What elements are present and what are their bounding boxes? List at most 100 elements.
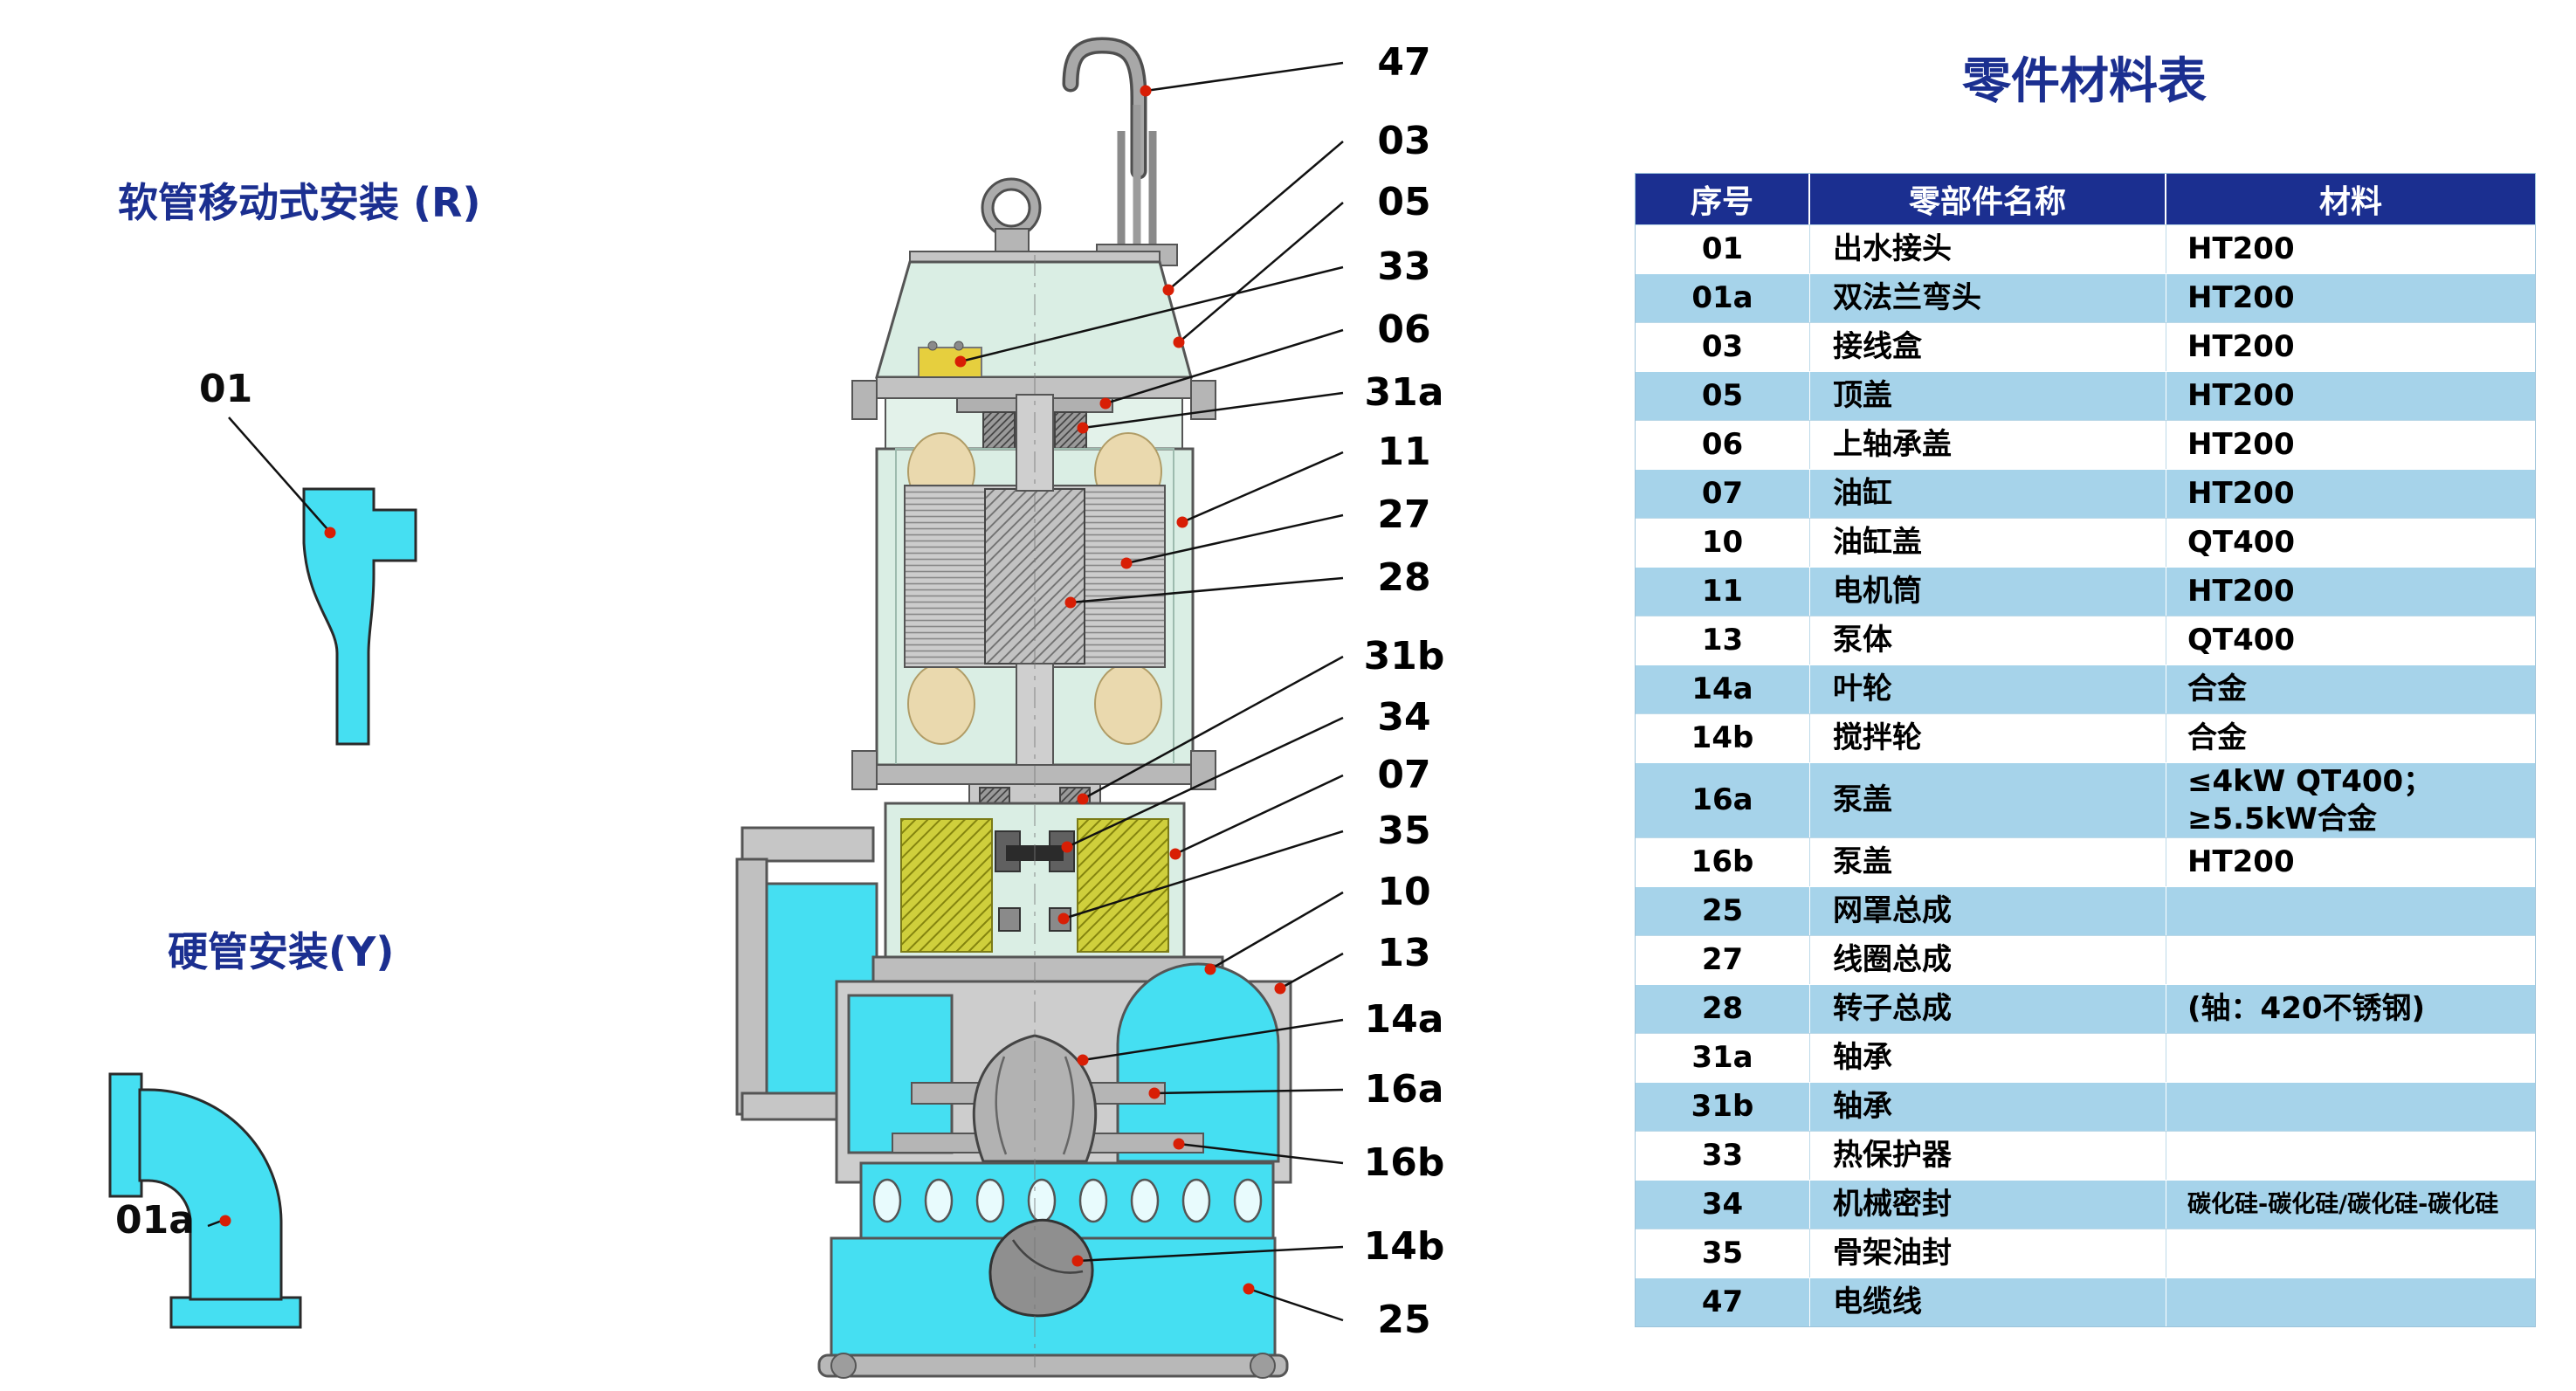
cell-name: 转子总成 — [1810, 984, 2166, 1033]
cell-no: 34 — [1636, 1180, 1810, 1229]
cell-name: 双法兰弯头 — [1810, 273, 2166, 322]
cell-no: 11 — [1636, 567, 1810, 616]
oil-chamber — [884, 802, 1186, 969]
cell-name: 泵盖 — [1810, 837, 2166, 886]
elbow-01-outlet-connector — [302, 487, 417, 746]
cell-no: 47 — [1636, 1277, 1810, 1326]
cell-name: 电缆线 — [1810, 1277, 2166, 1326]
cell-no: 05 — [1636, 371, 1810, 420]
cell-no: 31a — [1636, 1033, 1810, 1082]
cell-material: HT200 — [2166, 469, 2535, 518]
cell-name: 热保护器 — [1810, 1131, 2166, 1180]
cell-name: 上轴承盖 — [1810, 420, 2166, 469]
cell-no: 01a — [1636, 273, 1810, 322]
part-label-01a: 01a — [115, 1198, 195, 1243]
cell-material: 合金 — [2166, 713, 2535, 762]
cell-name: 接线盒 — [1810, 322, 2166, 371]
callout-label-16b: 16b — [1363, 1140, 1445, 1185]
cell-material: HT200 — [2166, 224, 2535, 273]
callout-label-33: 33 — [1377, 244, 1431, 289]
cell-name: 叶轮 — [1810, 665, 2166, 713]
callout-label-25: 25 — [1377, 1298, 1431, 1342]
cell-no: 13 — [1636, 616, 1810, 665]
callout-label-35: 35 — [1377, 809, 1431, 853]
cell-no: 03 — [1636, 322, 1810, 371]
callout-label-13: 13 — [1377, 931, 1431, 975]
callout-label-07: 07 — [1377, 753, 1431, 797]
col-header-no: 序号 — [1636, 174, 1810, 224]
cell-name: 线圈总成 — [1810, 935, 2166, 984]
cell-material: ≤4kW QT400； ≥5.5kW合金 — [2166, 762, 2535, 837]
cell-material — [2166, 1131, 2535, 1180]
thermal-protector — [918, 341, 982, 380]
cell-name: 机械密封 — [1810, 1180, 2166, 1229]
cell-name: 油缸盖 — [1810, 518, 2166, 567]
cell-no: 27 — [1636, 935, 1810, 984]
pump-assembly — [735, 37, 1292, 1379]
cable-hook — [1062, 37, 1178, 266]
cell-material — [2166, 935, 2535, 984]
callout-label-31a: 31a — [1364, 370, 1444, 415]
cell-no: 10 — [1636, 518, 1810, 567]
cell-no: 07 — [1636, 469, 1810, 518]
callout-label-14b: 14b — [1363, 1224, 1445, 1269]
cell-name: 搅拌轮 — [1810, 713, 2166, 762]
cell-name: 泵盖 — [1810, 762, 2166, 837]
table-header-row: 序号 零部件名称 材料 — [1636, 174, 2535, 224]
cell-name: 油缸 — [1810, 469, 2166, 518]
cell-name: 轴承 — [1810, 1082, 2166, 1131]
cell-material: (轴：420不锈钢) — [2166, 984, 2535, 1033]
cell-material — [2166, 886, 2535, 935]
cell-material: 合金 — [2166, 665, 2535, 713]
callout-label-31b: 31b — [1363, 634, 1445, 678]
part-label-01: 01 — [199, 367, 253, 411]
cell-material — [2166, 1229, 2535, 1277]
cell-no: 01 — [1636, 224, 1810, 273]
cell-no: 31b — [1636, 1082, 1810, 1131]
cell-no: 28 — [1636, 984, 1810, 1033]
parts-table-title: 零件材料表 — [1962, 53, 2207, 110]
col-header-name: 零部件名称 — [1810, 174, 2166, 224]
side-lug-left — [851, 750, 878, 790]
mechanical-seal — [995, 830, 1075, 872]
cell-name: 网罩总成 — [1810, 886, 2166, 935]
cell-name: 出水接头 — [1810, 224, 2166, 273]
col-header-material: 材料 — [2318, 184, 2382, 220]
callout-label-10: 10 — [1377, 870, 1431, 914]
cell-material: HT200 — [2166, 273, 2535, 322]
cell-no: 16a — [1636, 762, 1810, 837]
leader-lines — [207, 61, 1344, 1322]
callout-label-11: 11 — [1377, 430, 1431, 474]
cell-material: 碳化硅-碳化硅/碳化硅-碳化硅 — [2166, 1180, 2535, 1229]
lifting-eye — [981, 177, 1042, 266]
cell-material — [2166, 1082, 2535, 1131]
stirring-impeller — [988, 1218, 1094, 1318]
callout-label-34: 34 — [1377, 695, 1431, 740]
callout-dots — [219, 85, 1286, 1295]
cell-name: 泵体 — [1810, 616, 2166, 665]
callout-label-47: 47 — [1377, 40, 1431, 85]
cell-material — [2166, 1277, 2535, 1326]
cell-no: 35 — [1636, 1229, 1810, 1277]
cell-name: 轴承 — [1810, 1033, 2166, 1082]
cell-name: 电机筒 — [1810, 567, 2166, 616]
cell-material: HT200 — [2166, 371, 2535, 420]
